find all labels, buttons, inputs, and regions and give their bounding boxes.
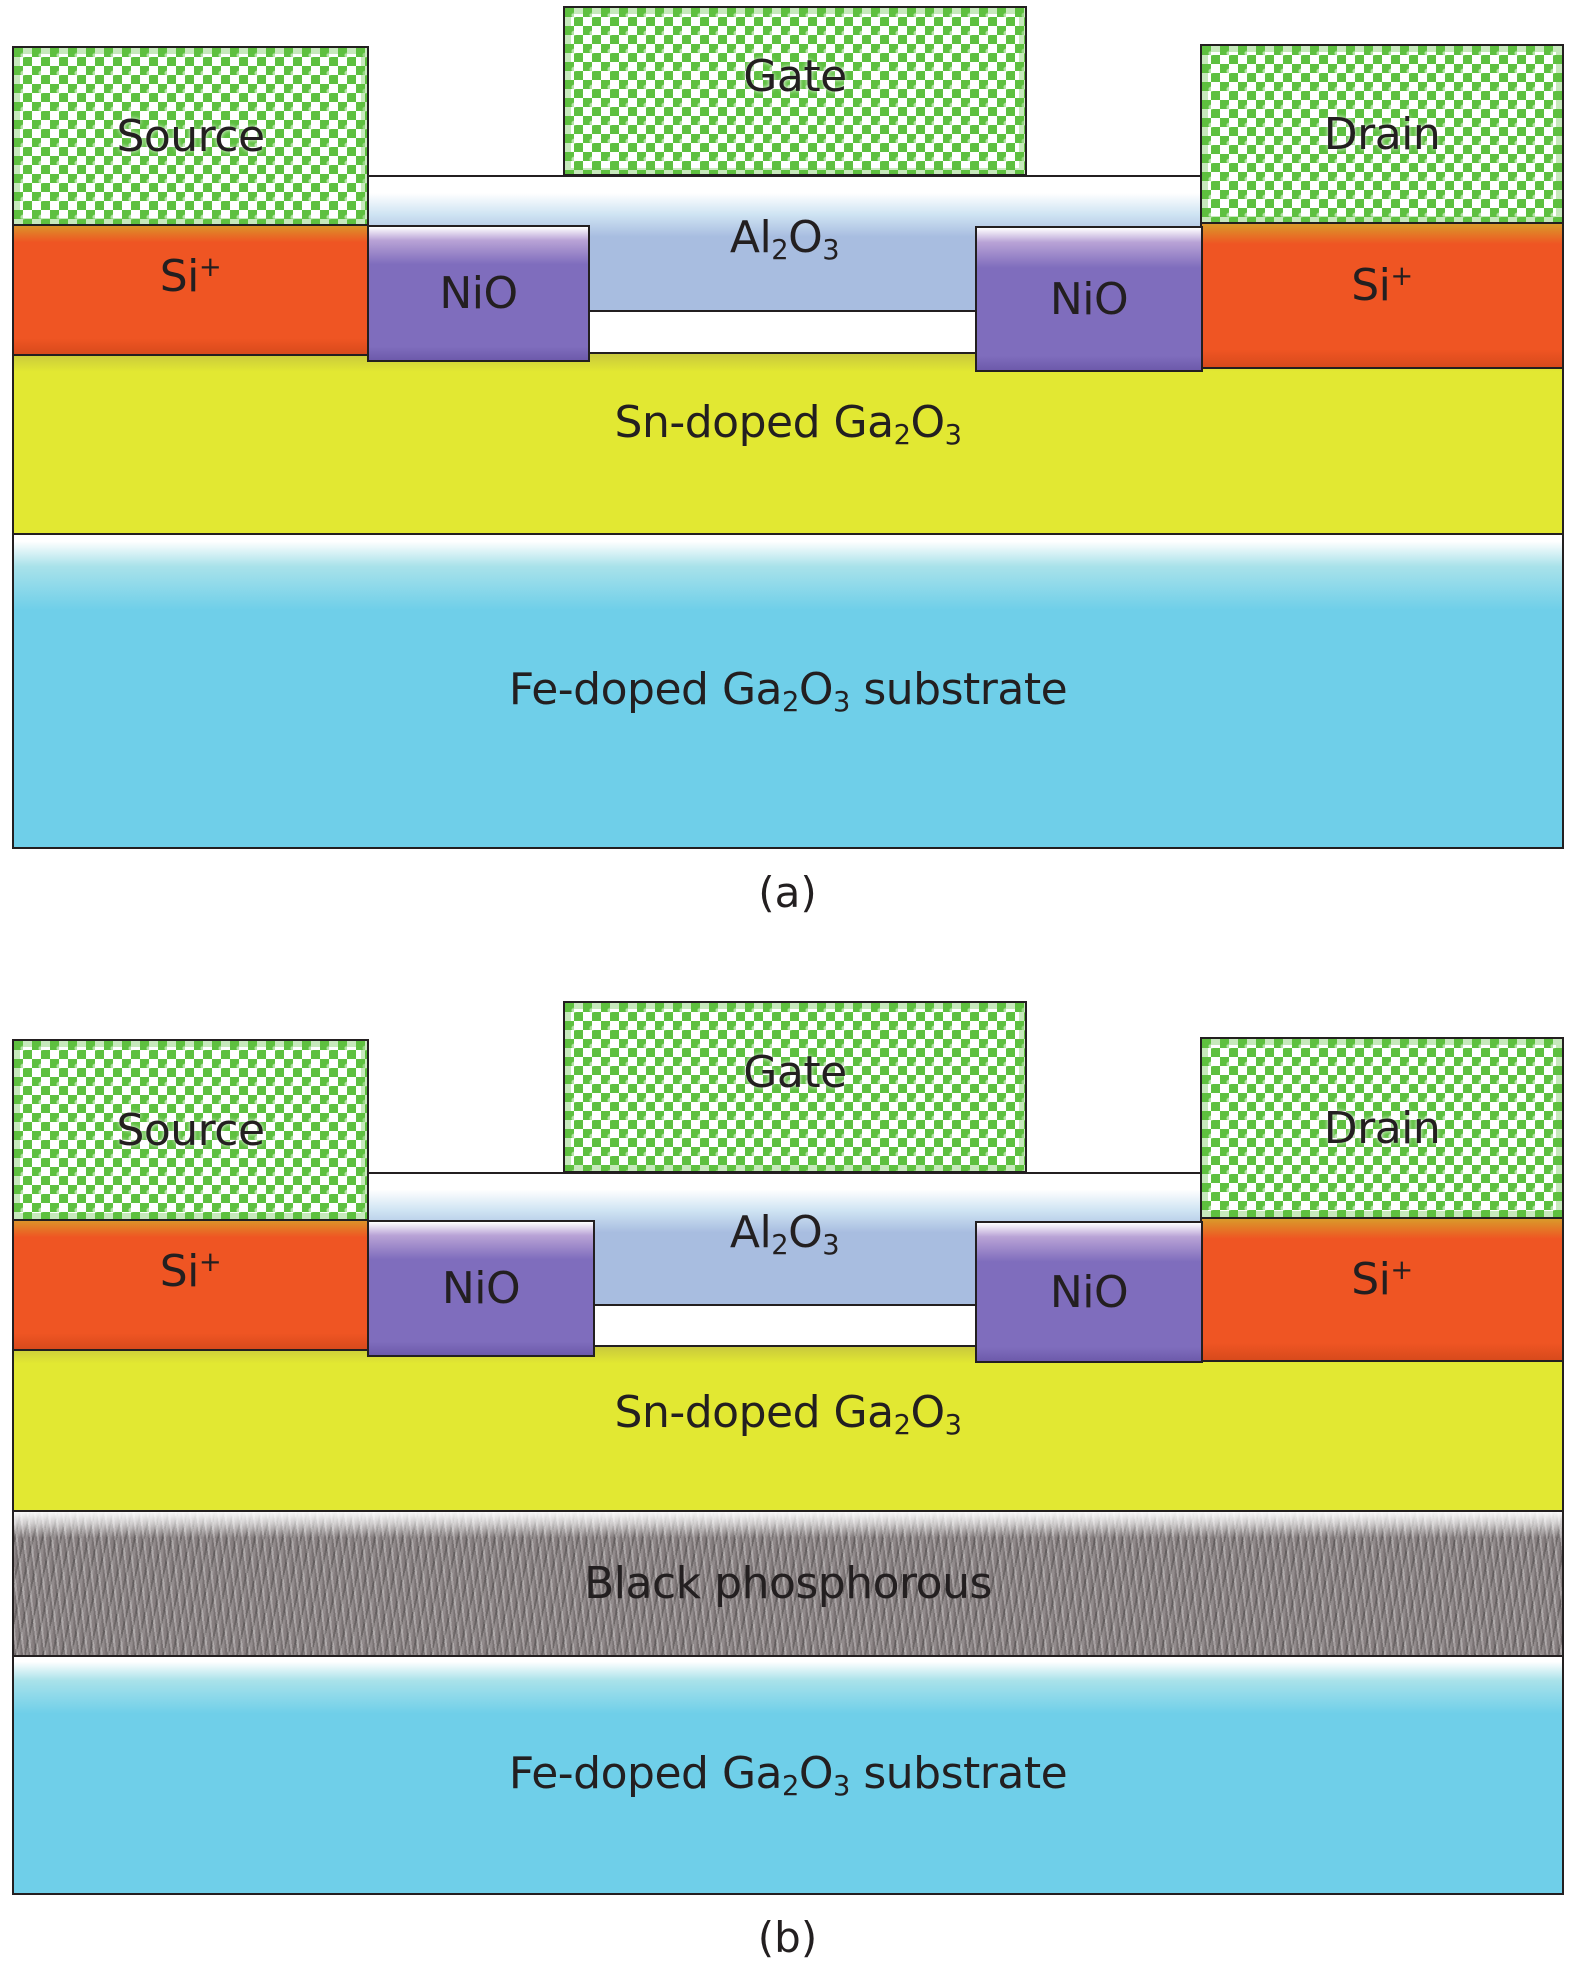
drain-contact: Drain: [1200, 44, 1564, 224]
si-left-layer: Si+: [12, 1217, 369, 1351]
source-contact: Source: [12, 46, 369, 226]
sn-doped-ga2o3-layer: Sn-doped Ga2O3: [12, 1345, 1564, 1512]
nio-left-label: NiO: [439, 268, 518, 319]
panel-a: Fe-doped Ga2O3 substrate Sn-doped Ga2O3 …: [0, 0, 1575, 930]
si-right-layer: Si+: [1200, 222, 1564, 369]
drain-label: Drain: [1323, 108, 1441, 160]
sn-doped-ga2o3-layer: Sn-doped Ga2O3: [12, 352, 1564, 535]
panel-b: Fe-doped Ga2O3 substrate Black phosphoro…: [0, 995, 1575, 1968]
fe-substrate-label: Fe-doped Ga2O3 substrate: [508, 664, 1068, 718]
fe-substrate-label: Fe-doped Ga2O3 substrate: [508, 1748, 1068, 1802]
sn-doped-label: Sn-doped Ga2O3: [614, 396, 962, 451]
si-left-label: Si+: [159, 1245, 222, 1297]
fe-doped-substrate-layer: Fe-doped Ga2O3 substrate: [12, 1655, 1564, 1895]
si-right-label: Si+: [1351, 1254, 1413, 1305]
source-contact: Source: [12, 1039, 369, 1221]
al2o3-label: Al2O3: [729, 211, 840, 266]
nio-right-layer: NiO: [975, 226, 1203, 372]
nio-left-layer: NiO: [367, 1220, 595, 1357]
si-left-layer: Si+: [12, 222, 369, 356]
panel-b-caption: (b): [757, 1913, 818, 1962]
al2o3-label: Al2O3: [729, 1207, 840, 1261]
nio-right-label: NiO: [1049, 273, 1129, 325]
gate-contact: Gate: [563, 1001, 1027, 1173]
nio-left-label: NiO: [441, 1263, 521, 1314]
nio-left-layer: NiO: [367, 225, 590, 362]
black-phosphorus-label: Black phosphorous: [584, 1558, 992, 1609]
gate-contact: Gate: [563, 6, 1027, 176]
nio-right-layer: NiO: [975, 1221, 1203, 1363]
panel-a-caption: (a): [758, 868, 817, 917]
si-left-label: Si+: [159, 250, 222, 302]
fe-doped-substrate-layer: Fe-doped Ga2O3 substrate: [12, 533, 1564, 849]
gate-label: Gate: [743, 1046, 847, 1098]
drain-label: Drain: [1323, 1102, 1441, 1154]
si-right-layer: Si+: [1200, 1217, 1564, 1362]
nio-right-label: NiO: [1049, 1266, 1129, 1318]
drain-contact: Drain: [1200, 1037, 1564, 1219]
gate-label: Gate: [743, 50, 847, 102]
black-phosphorus-layer: Black phosphorous: [12, 1510, 1564, 1657]
source-label: Source: [116, 110, 265, 162]
source-label: Source: [116, 1104, 265, 1156]
si-right-label: Si+: [1351, 260, 1413, 311]
sn-doped-label: Sn-doped Ga2O3: [614, 1386, 962, 1441]
